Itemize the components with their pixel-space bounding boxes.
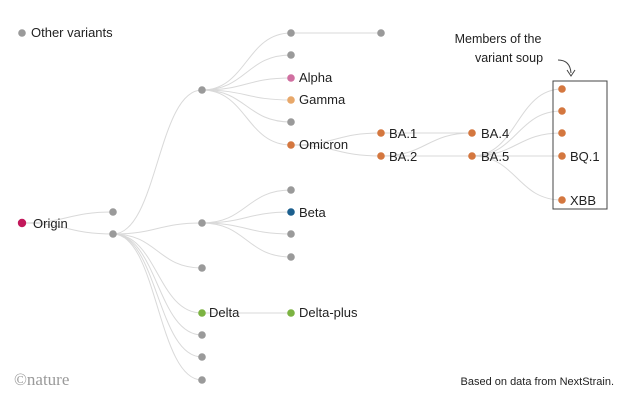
label-alpha: Alpha <box>299 70 333 85</box>
node-h2 <box>198 219 206 227</box>
node-a1b <box>377 29 385 37</box>
node-alpha <box>287 74 295 82</box>
node-d3 <box>198 376 206 384</box>
label-xbb: XBB <box>570 193 596 208</box>
node-b1 <box>287 186 295 194</box>
edge-ba5-s1 <box>471 88 563 157</box>
node-bq1 <box>558 152 566 160</box>
node-xbb <box>558 196 566 204</box>
tree-nodes <box>17 29 566 384</box>
label-ba1: BA.1 <box>389 126 417 141</box>
annotation-line-2: variant soup <box>475 51 543 65</box>
label-origin: Origin <box>33 216 68 231</box>
edge-omicron-ba2 <box>290 144 382 157</box>
node-ba4 <box>468 129 476 137</box>
annotation-arrowhead <box>566 69 576 77</box>
label-delta-plus: Delta-plus <box>299 305 358 320</box>
edge-o2-h1 <box>112 89 203 235</box>
edge-h2-beta <box>201 211 292 224</box>
node-a2 <box>287 51 295 59</box>
edge-o2-d0 <box>112 233 203 269</box>
edge-origin-o1 <box>21 211 114 224</box>
legend-other-variants-label: Other variants <box>31 25 113 40</box>
edge-h1-omicron <box>201 89 292 146</box>
edge-h2-b4 <box>201 222 292 258</box>
node-b3 <box>287 230 295 238</box>
node-omicron <box>287 141 295 149</box>
edge-o2-d3 <box>112 233 203 381</box>
node-a5 <box>287 118 295 126</box>
edge-ba2-ba4 <box>380 132 473 157</box>
node-beta <box>287 208 295 216</box>
edge-h1-a5 <box>201 89 292 123</box>
node-o1 <box>109 208 117 216</box>
node-a1 <box>287 29 295 37</box>
edge-h2-b1 <box>201 189 292 224</box>
label-gamma: Gamma <box>299 92 346 107</box>
node-h1 <box>198 86 206 94</box>
edge-origin-o2 <box>21 222 114 235</box>
node-d1 <box>198 331 206 339</box>
tree-edges <box>21 32 563 381</box>
annotation-line-1: Members of the <box>455 32 542 46</box>
edge-h1-a1 <box>201 32 292 91</box>
label-ba4: BA.4 <box>481 126 509 141</box>
label-ba5: BA.5 <box>481 149 509 164</box>
node-d2 <box>198 353 206 361</box>
edge-ba5-s3 <box>471 132 563 157</box>
data-source-credit: Based on data from NextStrain. <box>461 376 614 388</box>
nature-logo: ©nature <box>14 370 69 389</box>
edge-h2-b3 <box>201 222 292 235</box>
edge-h1-a2 <box>201 54 292 91</box>
annotation-arrow <box>557 59 572 74</box>
label-bq1: BQ.1 <box>570 149 600 164</box>
node-d0 <box>198 264 206 272</box>
edge-o2-d1 <box>112 233 203 336</box>
label-ba2: BA.2 <box>389 149 417 164</box>
node-origin <box>17 218 27 228</box>
edge-ba5-xbb <box>471 155 563 201</box>
edge-h1-alpha <box>201 77 292 91</box>
edge-o2-h2 <box>112 222 203 235</box>
node-dplus <box>287 309 295 317</box>
node-s1 <box>558 85 566 93</box>
node-gamma <box>287 96 295 104</box>
label-delta: Delta <box>209 305 240 320</box>
node-s2 <box>558 107 566 115</box>
edge-h1-gamma <box>201 89 292 101</box>
label-omicron: Omicron <box>299 137 348 152</box>
edge-ba5-s2 <box>471 110 563 157</box>
node-s3 <box>558 129 566 137</box>
node-ba5 <box>468 152 476 160</box>
node-delta <box>198 309 206 317</box>
node-b4 <box>287 253 295 261</box>
label-beta: Beta <box>299 205 327 220</box>
edge-o2-delta <box>112 233 203 314</box>
edge-o2-d2 <box>112 233 203 358</box>
variant-soup-box <box>552 80 608 210</box>
node-ba2 <box>377 152 385 160</box>
node-legend <box>18 29 26 37</box>
edge-omicron-ba1 <box>290 132 382 146</box>
node-ba1 <box>377 129 385 137</box>
node-o2 <box>109 230 117 238</box>
